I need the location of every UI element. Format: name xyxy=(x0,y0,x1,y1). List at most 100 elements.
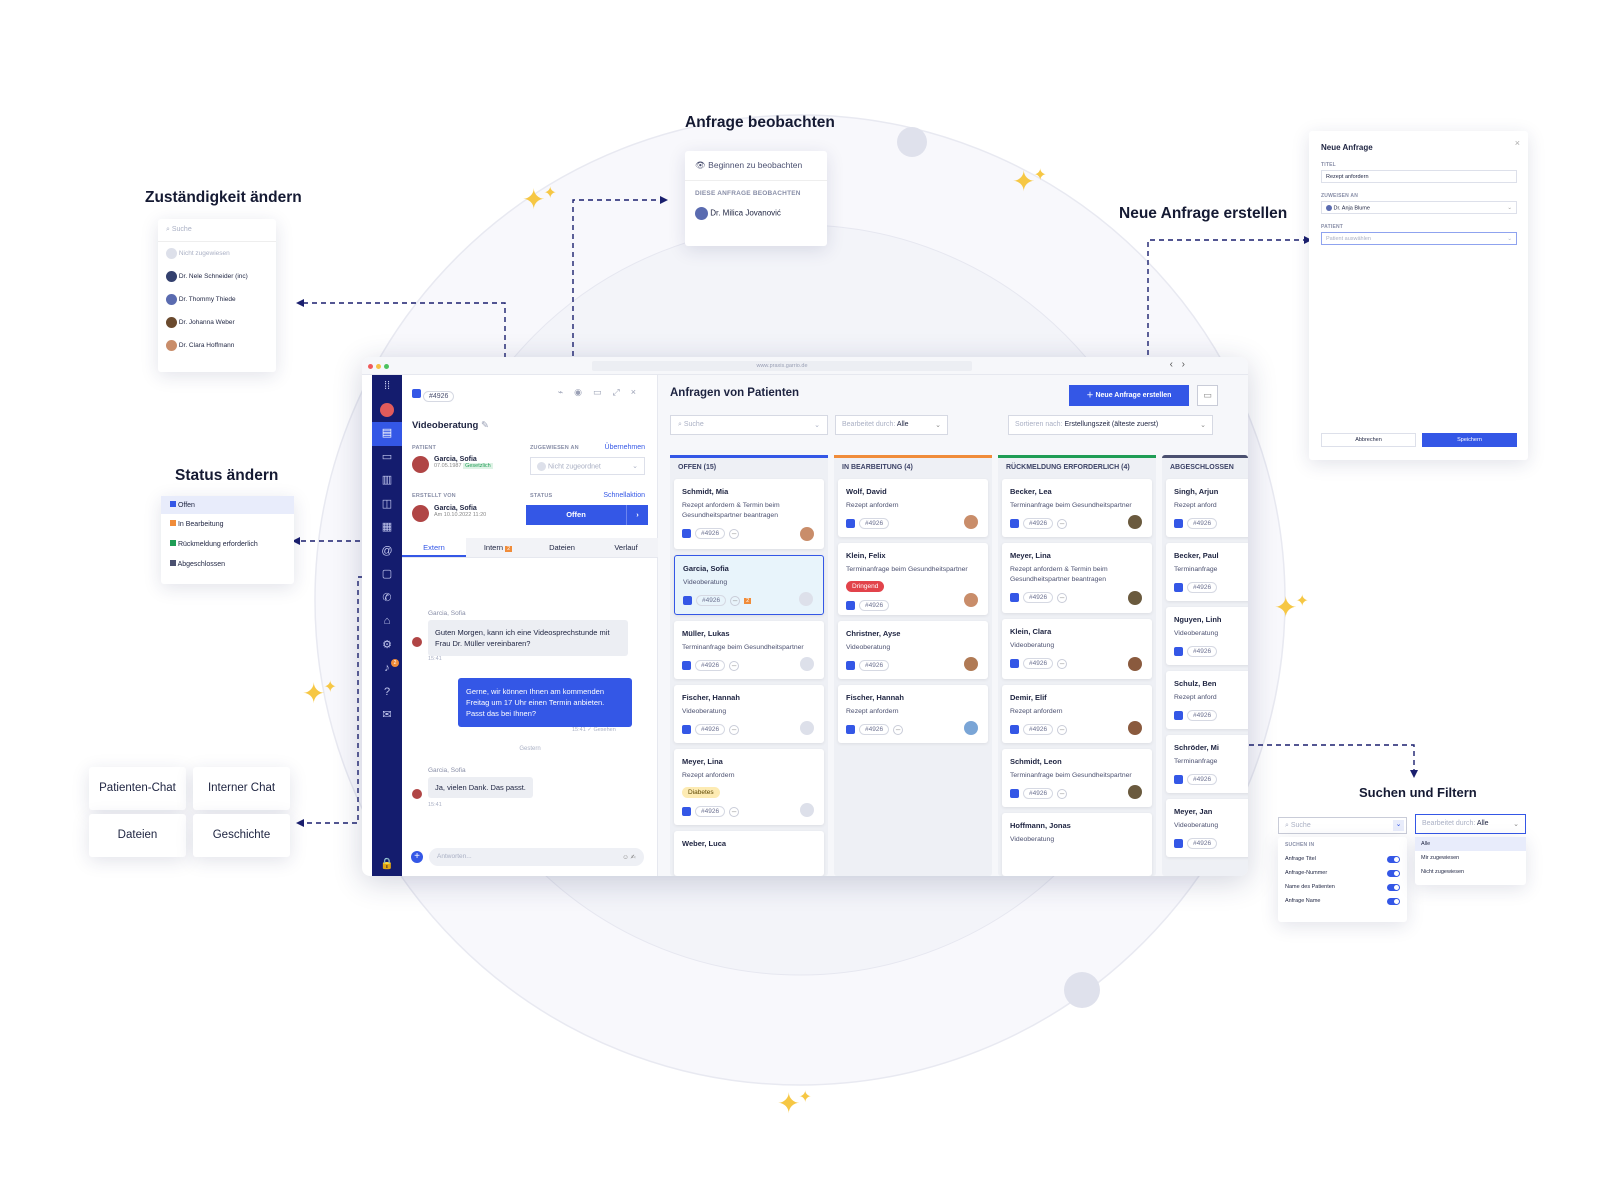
editor-filter-select[interactable]: Bearbeitet durch: Alle⌄ xyxy=(1415,814,1526,834)
toggle[interactable] xyxy=(1387,870,1400,877)
requests-icon[interactable]: ▤ xyxy=(372,422,402,446)
robot-icon[interactable]: ⌂ xyxy=(383,615,391,627)
request-card[interactable]: Weber, Luca xyxy=(674,831,824,876)
toggle[interactable] xyxy=(1387,884,1400,891)
search-option[interactable]: Name des Patienten xyxy=(1278,880,1407,894)
quick-action-link[interactable]: Schnellaktion xyxy=(603,492,645,499)
close-dot[interactable] xyxy=(368,364,373,369)
contacts-icon[interactable]: ◫ xyxy=(381,497,393,510)
start-watching-option[interactable]: 👁 Beginnen zu beobachten xyxy=(685,151,827,181)
search-option[interactable]: Anfrage Name xyxy=(1278,894,1407,908)
settings-icon[interactable]: ⚙ xyxy=(382,638,392,651)
tag-icon[interactable]: ⌁ xyxy=(557,387,575,397)
status-option-open[interactable]: Offen xyxy=(161,496,294,514)
tab-intern[interactable]: Intern 2 xyxy=(466,538,530,557)
status-button[interactable]: Offen› xyxy=(526,505,648,525)
cancel-button[interactable]: Abbrechen xyxy=(1321,433,1416,447)
tab-extern[interactable]: Extern xyxy=(402,538,466,557)
internal-chat-button[interactable]: Interner Chat xyxy=(193,767,290,810)
assignee-item[interactable]: Dr. Johanna Weber xyxy=(158,311,276,334)
assignee-item[interactable]: Dr. Nele Schneider (inc) xyxy=(158,265,276,288)
patient-chat-button[interactable]: Patienten-Chat xyxy=(89,767,186,810)
sort-select[interactable]: Sortieren nach: Erstellungszeit (älteste… xyxy=(1008,415,1213,435)
phone-icon[interactable]: ✆ xyxy=(382,591,392,604)
toggle[interactable] xyxy=(1387,856,1400,863)
toggle[interactable] xyxy=(1387,898,1400,905)
title-input[interactable]: Rezept anfordern xyxy=(1321,170,1517,183)
new-request-button[interactable]: ＋ Neue Anfrage erstellen xyxy=(1069,385,1189,406)
close-icon[interactable]: × xyxy=(630,387,647,397)
url-bar[interactable]: www.praxis.garrio.de xyxy=(592,361,972,371)
forward-icon[interactable]: › xyxy=(1181,359,1185,370)
files-button[interactable]: Dateien xyxy=(89,814,186,857)
filter-option[interactable]: Mir zugewiesen xyxy=(1421,855,1460,861)
search-option[interactable]: Anfrage-Nummer xyxy=(1278,866,1407,880)
save-button[interactable]: Speichern xyxy=(1422,433,1517,447)
assignee-select[interactable]: Nicht zugeordnet⌄ xyxy=(530,457,645,475)
minimize-dot[interactable] xyxy=(376,364,381,369)
watcher-item[interactable]: Dr. Milica Jovanović xyxy=(685,202,827,225)
maximize-dot[interactable] xyxy=(384,364,389,369)
take-over-link[interactable]: Übernehmen xyxy=(604,444,645,451)
help-icon[interactable]: ? xyxy=(383,685,391,698)
search-option[interactable]: Anfrage Titel xyxy=(1278,852,1407,866)
patient-select[interactable]: Patient auswählen⌄ xyxy=(1321,232,1517,245)
expand-icon[interactable]: ⤢ xyxy=(612,387,631,397)
calendar-icon[interactable]: ▦ xyxy=(381,521,393,533)
feedback-icon[interactable]: ✉ xyxy=(382,709,392,721)
emoji-icon[interactable]: ☺ ✍ xyxy=(622,854,636,861)
add-attachment-icon[interactable]: + xyxy=(411,851,423,863)
status-option-in-progress[interactable]: In Bearbeitung xyxy=(161,514,294,534)
filter-option[interactable]: Alle xyxy=(1415,837,1526,851)
archive-icon[interactable]: ▭ xyxy=(593,387,613,397)
bell-icon[interactable]: ♪2 xyxy=(372,657,402,681)
filter-option[interactable]: Nicht zugewiesen xyxy=(1421,869,1465,875)
reply-input[interactable]: Antworten...☺ ✍ xyxy=(429,848,644,866)
at-icon[interactable]: @ xyxy=(381,544,393,557)
chat-icon[interactable]: ▭ xyxy=(381,450,393,463)
user-avatar[interactable] xyxy=(372,399,402,423)
archive-icon[interactable]: ▭ xyxy=(1197,385,1218,406)
edit-icon[interactable]: ✎ xyxy=(480,420,489,431)
assignee-item[interactable]: Nicht zugewiesen xyxy=(158,242,276,265)
clipboard-icon[interactable]: ▢ xyxy=(381,568,393,580)
search-input[interactable]: ⌕ Suche⌄ xyxy=(1278,817,1407,834)
close-icon[interactable]: × xyxy=(1514,138,1520,148)
chevron-right-icon[interactable]: › xyxy=(626,505,648,525)
building-icon[interactable]: ▥ xyxy=(381,474,393,486)
status-option-feedback[interactable]: Rückmeldung erforderlich xyxy=(161,534,294,554)
assignee-item[interactable]: Dr. Thommy Thiede xyxy=(158,288,276,311)
tab-files[interactable]: Dateien xyxy=(530,538,594,557)
lock-icon[interactable]: 🔒 xyxy=(380,857,394,870)
assignee-item[interactable]: Dr. Clara Hoffmann xyxy=(158,334,276,357)
history-button[interactable]: Geschichte xyxy=(193,814,290,857)
board-search[interactable]: ⌕ Suche⌄ xyxy=(670,415,828,435)
status-option-closed[interactable]: Abgeschlossen xyxy=(161,554,294,574)
back-icon[interactable]: ‹ xyxy=(1169,359,1173,370)
tab-history[interactable]: Verlauf xyxy=(594,538,658,557)
apps-grid-icon[interactable]: ⁞⁞ xyxy=(383,380,391,392)
assignee-search[interactable]: ⌕ Suche xyxy=(158,219,276,242)
